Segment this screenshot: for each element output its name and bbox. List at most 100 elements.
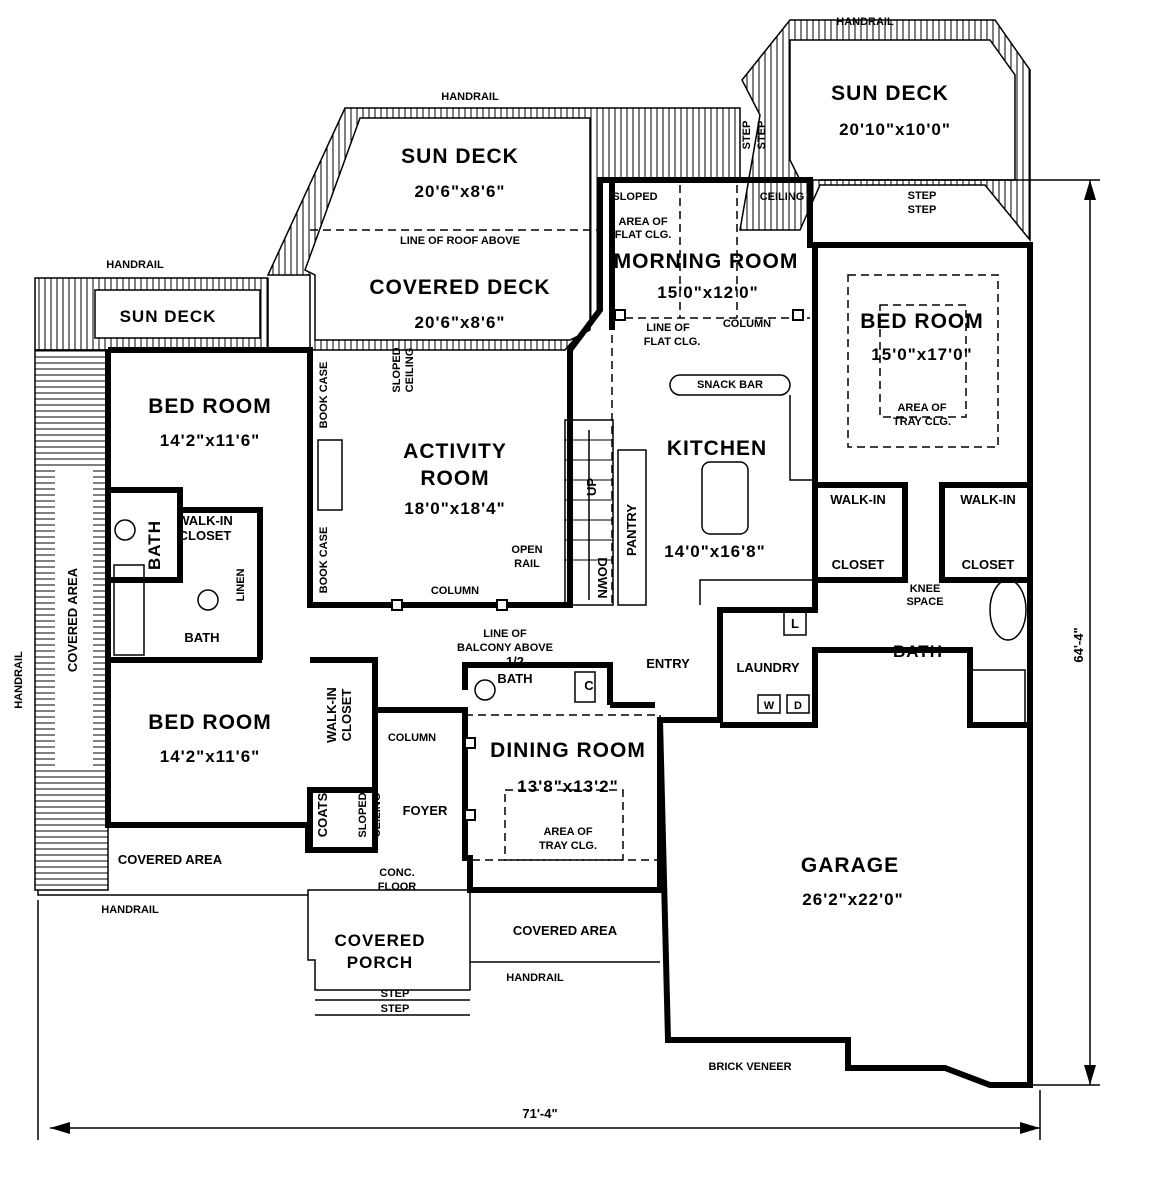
activity-room-name: ACTIVITY xyxy=(403,440,507,463)
dryer-label: D xyxy=(794,700,802,712)
pantry-label: PANTRY xyxy=(624,504,639,556)
walk-in-closet-label: WALK-IN xyxy=(324,687,339,743)
master-bath-label: BATH xyxy=(893,642,943,661)
line-flat-clg-label: FLAT CLG. xyxy=(644,336,701,348)
covered-area-label: COVERED AREA xyxy=(118,852,223,867)
handrail-line-bottom xyxy=(37,890,308,896)
activity-room-size: 18'0"x18'4" xyxy=(404,499,505,518)
column-label: COLUMN xyxy=(723,318,771,330)
step-label: STEP xyxy=(908,190,937,202)
walk-in-closet-label: CLOSET xyxy=(339,689,354,742)
closet-wall-a xyxy=(815,482,908,583)
kitchen-name: KITCHEN xyxy=(667,437,767,460)
dining-room-size: 13'8"x13'2" xyxy=(517,777,618,796)
column-label: COLUMN xyxy=(431,585,479,597)
line-of-roof-label: LINE OF ROOF ABOVE xyxy=(400,235,520,247)
sun-deck-center-name: SUN DECK xyxy=(401,145,519,168)
covered-area-left xyxy=(34,349,109,891)
activity-room-name: ROOM xyxy=(420,467,489,490)
ceiling-label: CEILING xyxy=(760,191,805,203)
ceiling-label: CEILING xyxy=(371,793,383,838)
bed-top-left-size: 14'2"x11'6" xyxy=(160,431,260,450)
half-bath-wall xyxy=(462,662,613,705)
sun-deck-center xyxy=(266,107,741,351)
bed-bottom-left-size: 14'2"x11'6" xyxy=(160,747,260,766)
bed-bottom-left-name: BED ROOM xyxy=(148,711,272,734)
tray-ceiling-dining-inner xyxy=(504,789,624,861)
garage-name: GARAGE xyxy=(801,854,899,877)
half-bath-label: BATH xyxy=(497,671,532,686)
knee-space-label: KNEE xyxy=(910,583,941,595)
laundry-label: LAUNDRY xyxy=(736,660,799,675)
bath-label: BATH xyxy=(184,630,219,645)
covered-area-label: COVERED AREA xyxy=(513,923,618,938)
snack-bar-label: SNACK BAR xyxy=(697,379,763,391)
morning-room-name: MORNING ROOM xyxy=(614,250,799,273)
closet-wall-b xyxy=(939,482,1030,583)
open-rail-label: RAIL xyxy=(514,558,540,570)
bed-top-left-name: BED ROOM xyxy=(148,395,272,418)
sun-deck-right-size: 20'10"x10'0" xyxy=(839,120,951,139)
staircase xyxy=(564,419,614,606)
walk-in-label: WALK-IN xyxy=(177,513,233,528)
depth-dimension-label: 64'-4" xyxy=(1071,627,1086,662)
width-dimension xyxy=(37,900,1041,1140)
bath-fixtures xyxy=(113,519,1027,726)
walk-in-label: WALK-IN xyxy=(830,492,886,507)
conc-floor-label: CONC. xyxy=(379,867,414,879)
sloped-label: SLOPED xyxy=(612,191,657,203)
closet-wall xyxy=(180,507,263,660)
handrail-label: HANDRAIL xyxy=(506,972,564,984)
ceiling-label: CEILING xyxy=(404,348,416,393)
sun-deck-left-name: SUN DECK xyxy=(120,307,217,326)
book-case-label: BOOK CASE xyxy=(318,362,330,429)
handrail-label: HANDRAIL xyxy=(441,91,499,103)
handrail-label: HANDRAIL xyxy=(106,259,164,271)
line-flat-clg-label: LINE OF xyxy=(646,322,690,334)
labels: HANDRAIL HANDRAIL HANDRAIL HANDRAIL HAND… xyxy=(13,16,1086,1121)
kitchen-size: 14'0"x16'8" xyxy=(664,542,765,561)
garage-size: 26'2"x22'0" xyxy=(802,890,903,909)
balcony-label: LINE OF xyxy=(483,628,527,640)
kitchen-counter xyxy=(699,395,816,605)
morning-room-size: 15'0"x12'0" xyxy=(657,283,758,302)
sun-deck-right-name: SUN DECK xyxy=(831,82,949,105)
walk-in-label: WALK-IN xyxy=(960,492,1016,507)
covered-porch-label: PORCH xyxy=(347,953,413,972)
width-dimension-label: 71'-4" xyxy=(522,1106,557,1121)
tray-ceiling-master xyxy=(847,274,999,448)
up-label: UP xyxy=(584,478,599,496)
closet-label: CLOSET xyxy=(962,557,1015,572)
sloped-label: SLOPED xyxy=(357,792,369,837)
master-bed-name: BED ROOM xyxy=(860,310,984,333)
kitchen-island xyxy=(701,461,749,535)
coat-closet-label: C xyxy=(584,678,594,693)
sun-deck-center-size: 20'6"x8'6" xyxy=(415,182,506,201)
tray-label: TRAY CLG. xyxy=(539,840,597,852)
step-label: STEP xyxy=(741,121,753,150)
column-icons xyxy=(391,309,804,821)
covered-deck-size: 20'6"x8'6" xyxy=(415,313,506,332)
entry-label: ENTRY xyxy=(646,656,690,671)
tray-label: TRAY CLG. xyxy=(893,416,951,428)
step-label: STEP xyxy=(381,1003,410,1015)
bath-label: BATH xyxy=(145,520,164,570)
handrail-label: HANDRAIL xyxy=(836,16,894,28)
closet-label: CLOSET xyxy=(179,528,232,543)
covered-deck-name: COVERED DECK xyxy=(369,276,550,299)
washer-label: W xyxy=(764,700,775,712)
step-label: STEP xyxy=(381,988,410,1000)
flat-clg-label: FLAT CLG. xyxy=(615,229,672,241)
brick-veneer-label: BRICK VENEER xyxy=(708,1061,791,1073)
exterior-wall xyxy=(108,177,1033,1088)
handrail-label: HANDRAIL xyxy=(13,651,25,709)
covered-porch-outline xyxy=(307,889,471,991)
depth-dimension xyxy=(820,179,1100,1086)
master-bed-size: 15'0"x17'0" xyxy=(871,345,972,364)
half-bath-label: 1/2 xyxy=(506,654,524,669)
foyer-label: FOYER xyxy=(403,803,448,818)
snack-bar-counter xyxy=(669,374,791,396)
knee-space-label: SPACE xyxy=(906,596,943,608)
balcony-label: BALCONY ABOVE xyxy=(457,642,553,654)
walkin-closet-wall xyxy=(307,657,378,850)
